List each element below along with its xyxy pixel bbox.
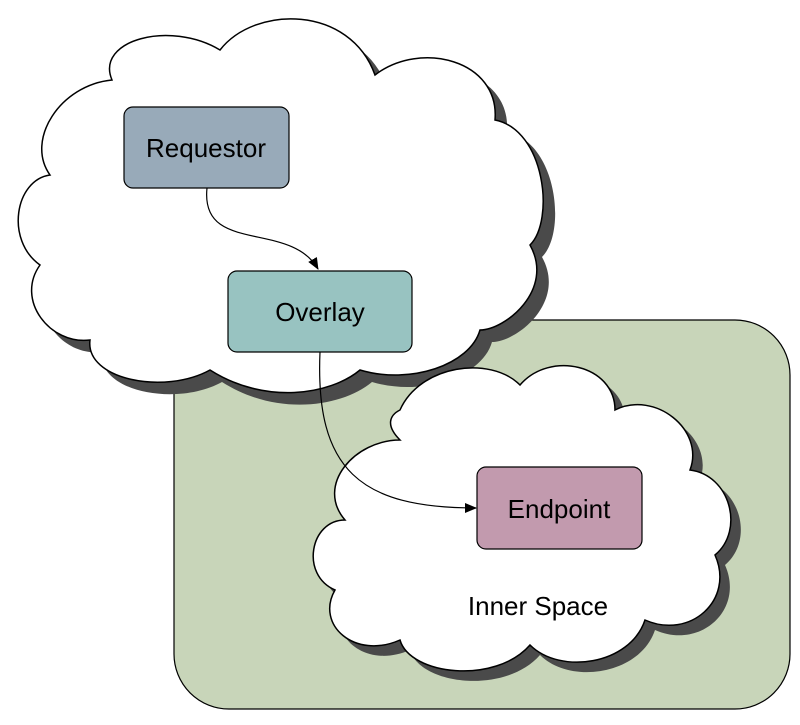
node-endpoint-label: Endpoint — [508, 494, 611, 524]
node-overlay: Overlay — [227, 270, 413, 353]
edge-overlay-endpoint — [319, 351, 477, 513]
inner-space-label: Inner Space — [468, 591, 608, 621]
node-requestor-label: Requestor — [146, 133, 266, 163]
node-overlay-label: Overlay — [275, 297, 365, 327]
node-requestor: Requestor — [123, 106, 290, 189]
node-overlay-box — [227, 270, 413, 353]
node-requestor-box — [123, 106, 290, 189]
node-endpoint: Endpoint — [476, 466, 643, 550]
node-endpoint-box — [476, 466, 643, 550]
edge-requestor-overlay — [206, 187, 319, 270]
